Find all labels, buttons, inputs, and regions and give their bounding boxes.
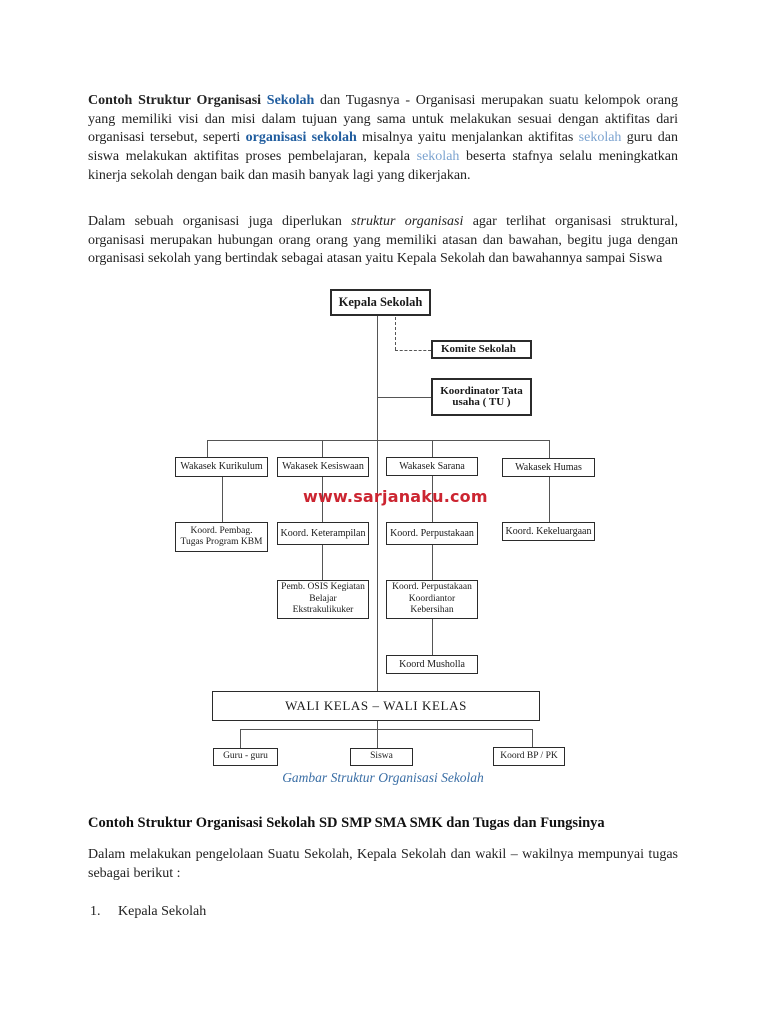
node-koord-pembag-tugas: Koord. Pembag. Tugas Program KBM bbox=[175, 522, 268, 552]
node-komite-sekolah: Komite Sekolah bbox=[431, 340, 532, 359]
connector-split-bar bbox=[207, 440, 549, 441]
connector-drop-kurikulum bbox=[207, 440, 208, 457]
connector-kebersihan-musholla bbox=[432, 619, 433, 655]
intro-text-d: beserta stafnya selalu meningkatkan kine… bbox=[88, 149, 678, 183]
connector-perpustakaan-kebersihan bbox=[432, 545, 433, 580]
node-koord-musholla: Koord Musholla bbox=[386, 655, 478, 674]
node-wakasek-humas: Wakasek Humas bbox=[502, 458, 595, 477]
node-koord-perpustakaan-kebersihan: Koord. Perpustakaan Koordiantor Kebersih… bbox=[386, 580, 478, 619]
node-siswa: Siswa bbox=[350, 748, 413, 766]
node-wakasek-sarana: Wakasek Sarana bbox=[386, 457, 478, 476]
connector-kurikulum-koord bbox=[222, 477, 223, 522]
connector-sarana-koord bbox=[432, 476, 433, 522]
node-wakasek-kesiswaan: Wakasek Kesiswaan bbox=[277, 457, 369, 477]
connector-drop-siswa bbox=[377, 729, 378, 748]
sarjanaku-watermark: www.sarjanaku.com bbox=[303, 487, 488, 506]
connector-drop-sarana bbox=[432, 440, 433, 457]
connector-keterampilan-osis bbox=[322, 545, 323, 580]
node-pemb-osis: Pemb. OSIS Kegiatan Belajar Ekstrakuliku… bbox=[277, 580, 369, 619]
intro-text-b: misalnya yaitu menjalankan aktifitas bbox=[356, 130, 579, 146]
chart-caption: Gambar Struktur Organisasi Sekolah bbox=[282, 770, 484, 785]
link-organisasi-sekolah[interactable]: organisasi sekolah bbox=[245, 130, 357, 146]
connector-kesiswaan-koord bbox=[322, 477, 323, 522]
node-koordinator-tata-usaha: Koordinator Tata usaha ( TU ) bbox=[431, 378, 532, 416]
connector-komite-vertical-dashed bbox=[395, 317, 396, 350]
link-sekolah-3[interactable]: sekolah bbox=[416, 149, 460, 165]
link-sekolah[interactable]: Sekolah bbox=[266, 93, 315, 108]
list-item-number: 1. bbox=[90, 904, 101, 919]
list-item-text: Kepala Sekolah bbox=[118, 904, 207, 919]
para2-text-a: Dalam sebuah organisasi juga diperlukan bbox=[88, 214, 352, 229]
connector-bottom-bar bbox=[240, 729, 532, 730]
section-paragraph: Dalam melakukan pengelolaan Suatu Sekola… bbox=[88, 847, 678, 881]
node-wali-kelas: WALI KELAS – WALI KELAS bbox=[212, 691, 540, 721]
second-paragraph: Dalam sebuah organisasi juga diperlukan … bbox=[88, 213, 678, 269]
connector-drop-kesiswaan bbox=[322, 440, 323, 457]
connector-wali-stub bbox=[377, 721, 378, 729]
section-heading: Contoh Struktur Organisasi Sekolah SD SM… bbox=[88, 815, 605, 831]
connector-drop-humas bbox=[549, 440, 550, 458]
para2-italic-phrase: struktur organisasi bbox=[351, 214, 464, 229]
node-kepala-sekolah: Kepala Sekolah bbox=[330, 289, 431, 316]
node-koord-bp: Koord BP / PK bbox=[493, 747, 565, 766]
connector-humas-koord bbox=[549, 477, 550, 522]
connector-trunk bbox=[377, 316, 378, 692]
intro-text-a: dan Tugasnya - Organisasi merupakan suat… bbox=[88, 93, 679, 146]
intro-paragraph: Contoh Struktur Organisasi Sekolah dan T… bbox=[88, 92, 678, 186]
node-wakasek-kurikulum: Wakasek Kurikulum bbox=[175, 457, 268, 477]
connector-drop-guru bbox=[240, 729, 241, 748]
connector-drop-bp bbox=[532, 729, 533, 747]
intro-text-c: guru dan siswa melakukan aktifitas prose… bbox=[88, 130, 678, 165]
node-guru-guru: Guru - guru bbox=[213, 748, 278, 766]
intro-bold-lead: Contoh Struktur Organisasi bbox=[88, 93, 267, 108]
connector-komite-horizontal-dashed bbox=[395, 350, 431, 351]
link-sekolah-2[interactable]: sekolah bbox=[578, 130, 622, 146]
node-koord-keterampilan: Koord. Keterampilan bbox=[277, 522, 369, 545]
para2-text-b: agar terlihat organisasi struktural, org… bbox=[88, 214, 678, 267]
node-koord-kekeluargaan: Koord. Kekeluargaan bbox=[502, 522, 595, 541]
connector-tata-usaha bbox=[378, 397, 431, 398]
list-item-kepala-sekolah: 1. Kepala Sekolah bbox=[90, 904, 678, 920]
node-koord-perpustakaan: Koord. Perpustakaan bbox=[386, 522, 478, 545]
